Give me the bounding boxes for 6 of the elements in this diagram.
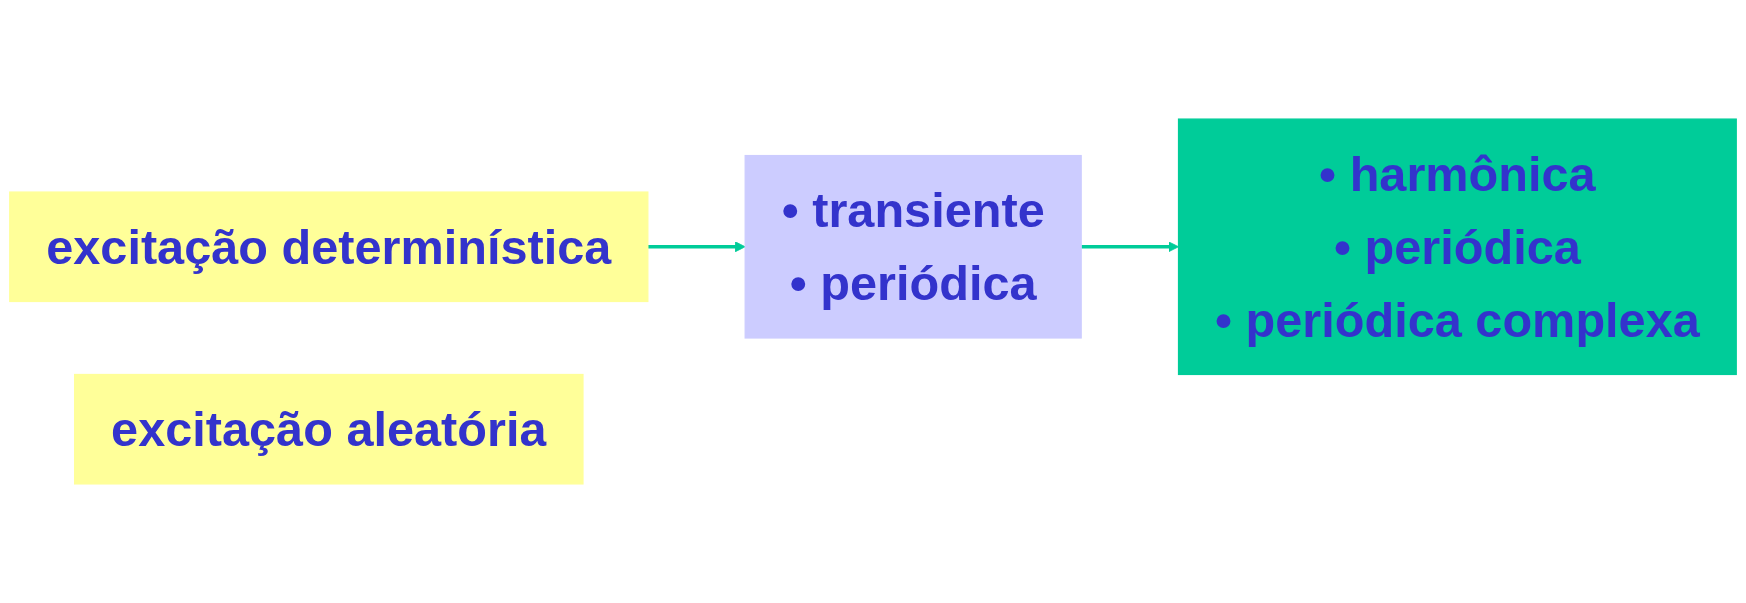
arrow [647,241,746,253]
node-box: excitação aleatória [74,373,584,485]
arrow [1081,241,1179,253]
node-box: excitação determinística [9,191,649,303]
node-box: • harmônica • periódica • periódica complexa [1177,118,1737,376]
node-box: • transiente • periódica [744,154,1082,339]
